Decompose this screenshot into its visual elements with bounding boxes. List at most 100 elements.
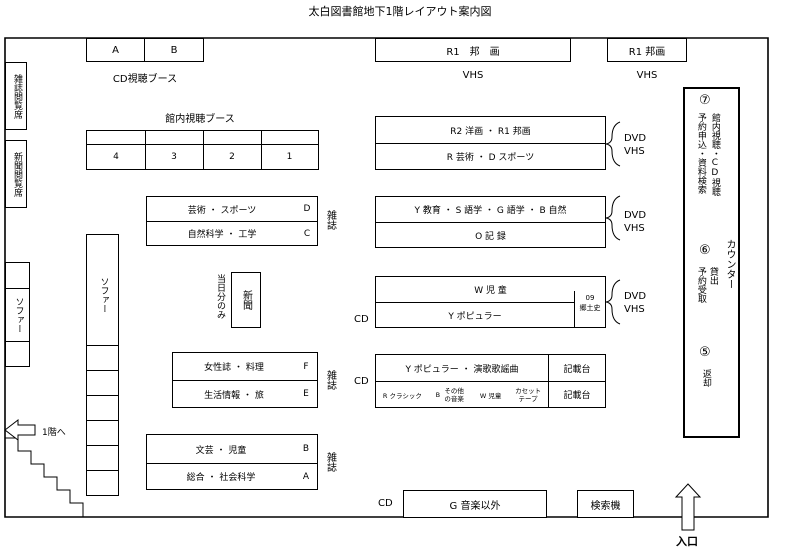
cd-label-3: CD [378, 498, 393, 509]
service-counter: ⑦ 館内視聴・CD視聴 予約申込・資料検索 カウンター ⑥ 貸出 予約受取 ⑤ … [683, 87, 740, 438]
cd-booth-label: CD視聴ブース [112, 74, 178, 85]
bracket-1 [605, 121, 621, 167]
counter-label: カウンター [724, 239, 735, 289]
local-history-code: 09 [585, 294, 595, 302]
r1-shelf-label: R1 邦 画 [446, 46, 500, 58]
av-shelf-2-media: DVD VHS [624, 209, 646, 235]
writing-desk-1: 記載台 [563, 364, 591, 375]
booth-seat-2: 2 [229, 152, 235, 162]
sofa-center-label: ソファー [98, 277, 109, 313]
arrow-left-icon [4, 418, 36, 442]
shelf-general-code: A [302, 471, 310, 482]
stairs [5, 437, 84, 517]
r1-shelf-vhs: VHS [462, 70, 484, 81]
service-6-text-b: 予約受取 [695, 267, 706, 303]
sofa-left: ソファー [5, 262, 30, 367]
cd-booth-a: A [112, 44, 119, 56]
service-6-text-a: 貸出 [707, 267, 718, 285]
av-shelf-2: Y 教育 ・ S 語学 ・ G 語学 ・ B 自然 O 記 録 [375, 196, 606, 248]
av-shelf-2-top: Y 教育 ・ S 語学 ・ G 語学 ・ B 自然 [414, 206, 567, 216]
booth-seat-3: 3 [171, 152, 177, 162]
service-5-text: 返却 [700, 369, 711, 387]
shelf-women-label: 女性誌 ・ 料理 [204, 363, 264, 373]
media-dvd-2: DVD [624, 210, 647, 221]
cd-classic: R クラシック [382, 391, 422, 400]
av-shelf-3-media: DVD VHS [624, 290, 646, 316]
av-shelf-3: W 児 童 Y ポピュラー 09 郷土史 [375, 276, 606, 328]
av-shelf-1: R2 洋画 ・ R1 邦画 R 芸術 ・ D スポーツ [375, 116, 606, 170]
local-history-shelf: 09 郷土史 [575, 291, 605, 329]
cd-label-1: CD [354, 314, 369, 325]
shelf-lit-general: 文芸 ・ 児童 B 総合 ・ 社会科学 A [146, 434, 318, 490]
av-shelf-1-top: R2 洋画 ・ R1 邦画 [450, 126, 531, 137]
bracket-2 [605, 195, 621, 241]
music-shelf: G 音楽以外 [403, 490, 547, 518]
media-dvd-3: DVD [624, 291, 647, 302]
arrow-up-icon [674, 483, 702, 531]
newspaper-reading-label: 新聞閲覧席 [11, 151, 22, 197]
cd-booth-b: B [170, 44, 178, 56]
shelf-arts-code: D [303, 204, 311, 214]
media-vhs-2: VHS [624, 223, 645, 234]
cd-shelf: Y ポピュラー ・ 演歌歌謡曲 R クラシック B その他の音楽 W 児童 カセ… [375, 354, 606, 408]
av-shelf-1-bottom: R 芸術 ・ D スポーツ [446, 153, 535, 163]
entrance-label: 入口 [676, 535, 698, 548]
media-vhs-3: VHS [624, 304, 645, 315]
shelf-science-code: C [303, 228, 311, 239]
av-shelf-3-bottom: Y ポピュラー [448, 311, 502, 322]
shelf-arts-science: 芸術 ・ スポーツ D 自然科学 ・ 工学 C [146, 196, 318, 246]
cd-shelf-bottom: R クラシック B その他の音楽 W 児童 カセットテープ [376, 382, 548, 407]
search-terminal-label: 検索機 [590, 500, 621, 512]
cd-shelf-top: Y ポピュラー ・ 演歌歌謡曲 [405, 364, 519, 375]
service-5-number: ⑤ [699, 345, 711, 360]
newspaper-today-note: 当日分のみ [214, 273, 225, 319]
r1-right-shelf: R1 邦画 [607, 38, 687, 62]
cd-label-2: CD [354, 376, 369, 387]
shelf-science-label: 自然科学 ・ 工学 [187, 230, 257, 240]
magazine-label-3: 雑誌 [324, 452, 336, 472]
booth-seat-4: 4 [113, 152, 119, 162]
bracket-3 [605, 279, 621, 325]
newspaper-today-label: 新聞 [240, 290, 252, 310]
booth-seat-1: 1 [286, 152, 293, 162]
r1-right-label: R1 邦画 [628, 46, 666, 58]
writing-desk-2: 記載台 [563, 391, 591, 401]
shelf-women-life: 女性誌 ・ 料理 F 生活情報 ・ 旅 E [172, 352, 318, 408]
magazine-label-2: 雑誌 [324, 370, 336, 390]
cd-children: W 児童 [479, 391, 502, 400]
service-7-number: ⑦ [699, 93, 711, 108]
r1-right-vhs: VHS [636, 70, 658, 81]
shelf-life-code: E [303, 389, 309, 399]
newspaper-today-shelf: 新聞 [231, 272, 261, 328]
media-dvd-1: DVD [624, 133, 647, 144]
floor-link[interactable]: 1階へ [42, 428, 66, 438]
magazine-reading-seats: 雑誌閲覧席 [5, 62, 27, 130]
av-shelf-1-media: DVD VHS [624, 132, 646, 158]
inhouse-booth-label: 館内視聴ブース [165, 114, 235, 125]
sofa-left-label: ソファー [13, 297, 24, 333]
inhouse-booth: 4 3 2 1 [86, 130, 319, 170]
cassette-tape: カセットテープ [515, 386, 542, 403]
magazine-label-1: 雑誌 [324, 210, 336, 230]
av-shelf-2-bottom: O 記 録 [475, 231, 506, 242]
cd-booth: A B [86, 38, 204, 62]
shelf-lit-label: 文芸 ・ 児童 [195, 445, 247, 456]
magazine-reading-label: 雑誌閲覧席 [11, 73, 22, 119]
sofa-center: ソファー [86, 234, 119, 496]
music-shelf-label: G 音楽以外 [449, 500, 501, 512]
newspaper-reading-seats: 新聞閲覧席 [5, 140, 27, 208]
search-terminal[interactable]: 検索機 [577, 490, 634, 518]
cd-other-code: B [435, 390, 441, 399]
page-title: 太白図書館地下1階レイアウト案内図 [308, 5, 492, 18]
shelf-lit-code: B [302, 444, 310, 454]
shelf-arts-label: 芸術 ・ スポーツ [187, 205, 257, 216]
cd-other-music: その他の音楽 [444, 386, 464, 403]
shelf-women-code: F [303, 361, 309, 372]
service-7-text-a: 館内視聴・CD視聴 [709, 113, 720, 196]
service-7-text-b: 予約申込・資料検索 [695, 113, 706, 194]
r1-shelf: R1 邦 画 [375, 38, 571, 62]
shelf-life-label: 生活情報 ・ 旅 [204, 390, 264, 401]
media-vhs-1: VHS [624, 146, 645, 157]
local-history-label: 郷土史 [579, 304, 601, 312]
service-6-number: ⑥ [699, 243, 711, 258]
